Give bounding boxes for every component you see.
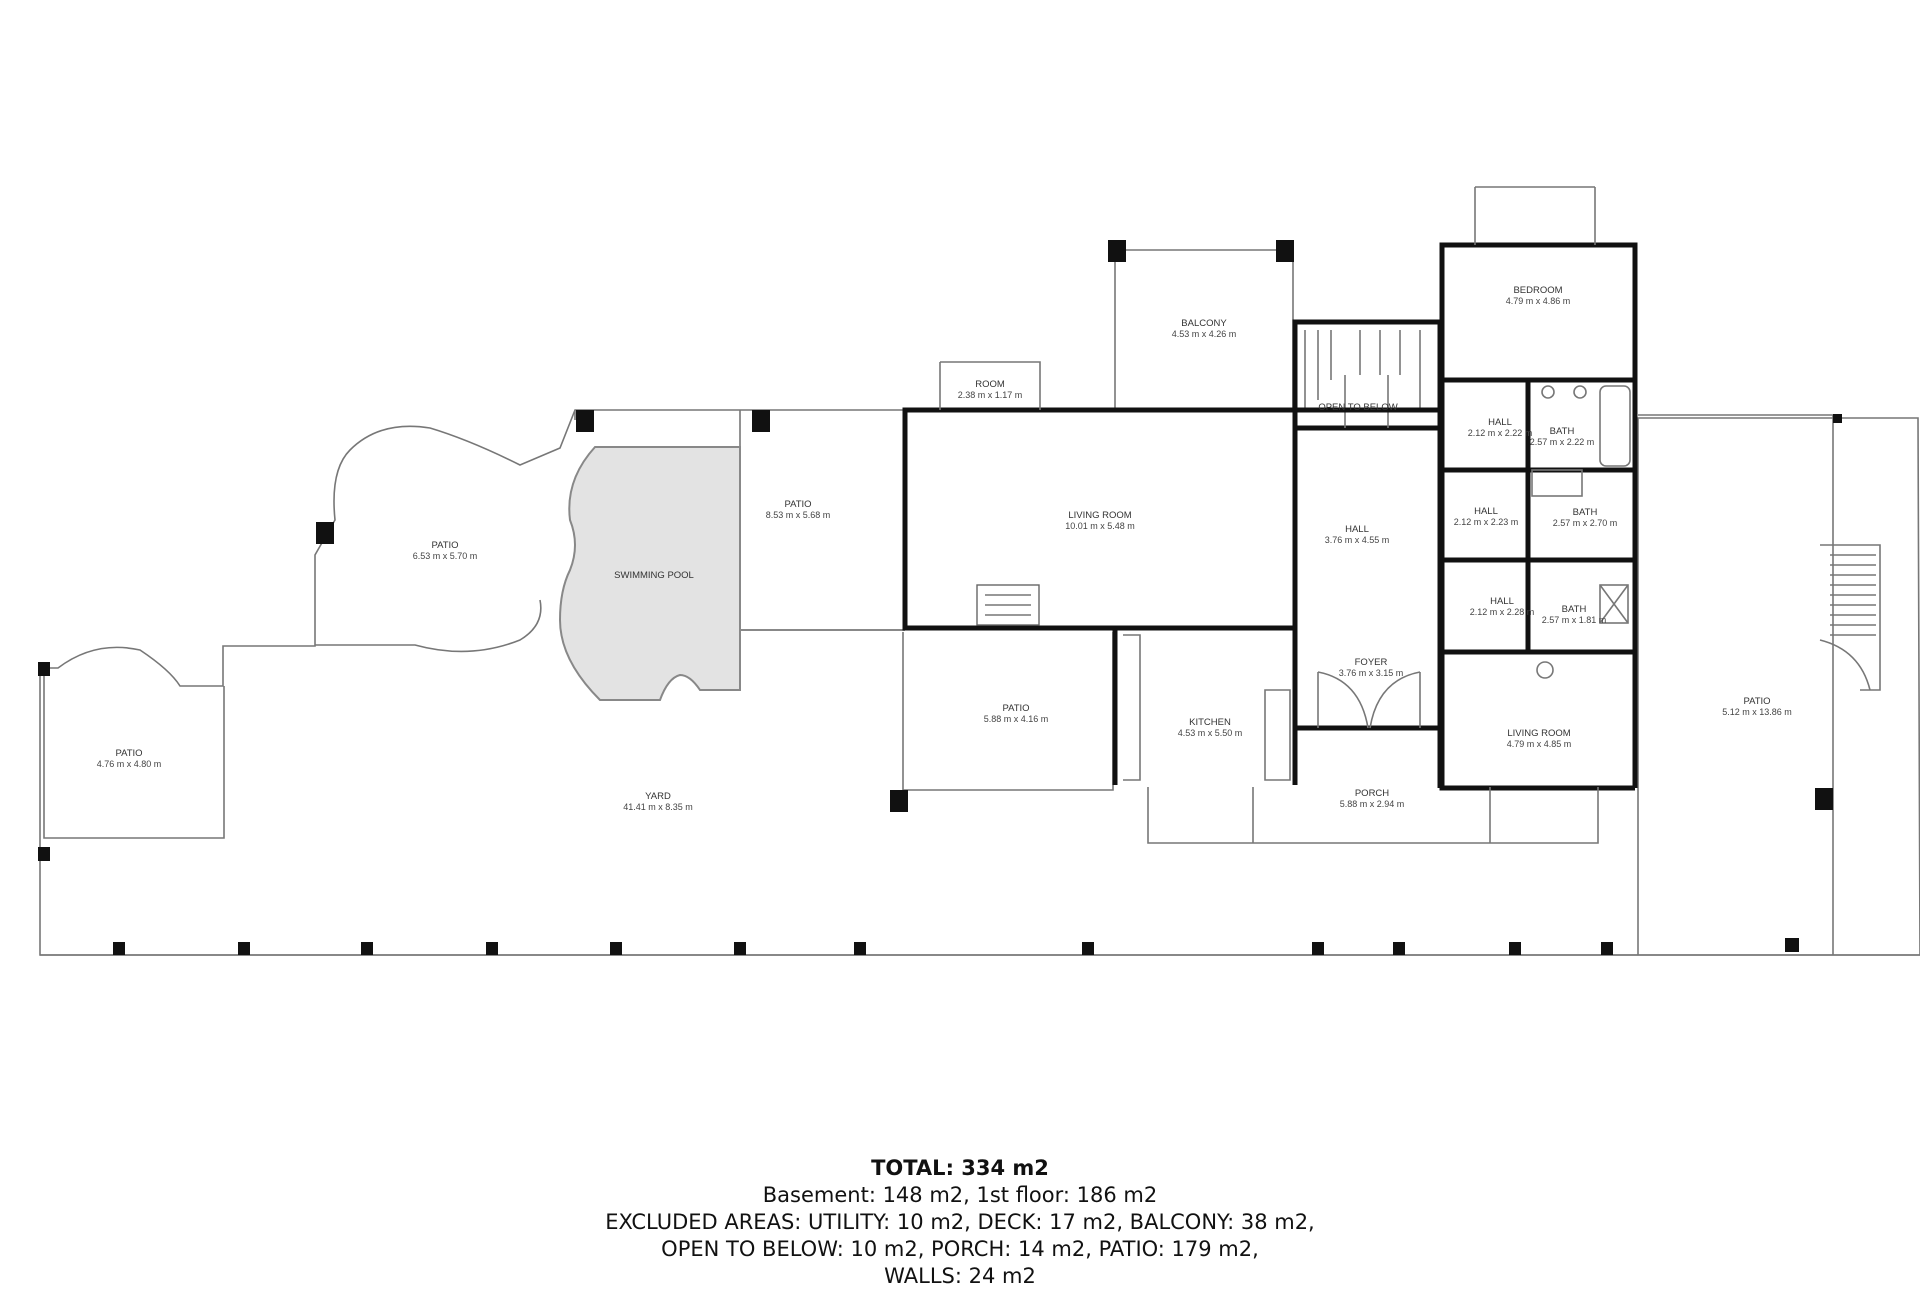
kitchen-dim: 4.53 m x 5.50 m xyxy=(1178,728,1243,738)
patio-d-dim: 5.88 m x 4.16 m xyxy=(984,714,1049,724)
patio-d-name: PATIO xyxy=(1002,703,1029,714)
patio-e-dim: 4.76 m x 4.80 m xyxy=(97,759,162,769)
bath-2-dim: 2.57 m x 2.70 m xyxy=(1553,518,1618,528)
bath-2-name: BATH xyxy=(1573,507,1598,518)
patio-e-outline xyxy=(43,672,225,839)
patio-c-outline xyxy=(1638,414,1834,955)
summary-line-4: WALLS: 24 m2 xyxy=(884,1264,1036,1288)
living-1-dim: 10.01 m x 5.48 m xyxy=(1065,521,1135,531)
fireplace-grate xyxy=(985,594,1031,616)
hall-main-walls xyxy=(1295,407,1443,731)
bedroom-name: BEDROOM xyxy=(1513,285,1562,296)
summary-line-2: EXCLUDED AREAS: UTILITY: 10 m2, DECK: 17… xyxy=(605,1210,1315,1234)
bedroom-dim: 4.79 m x 4.86 m xyxy=(1506,296,1571,306)
patio-e-name: PATIO xyxy=(115,748,142,759)
hall-main-name: HALL xyxy=(1345,524,1369,535)
porch-walls xyxy=(1295,725,1443,788)
hall-1-dim: 2.12 m x 2.22 m xyxy=(1468,428,1533,438)
foyer-name: FOYER xyxy=(1355,657,1388,668)
balcony-name: BALCONY xyxy=(1181,318,1227,329)
bedroom-window xyxy=(1474,186,1596,245)
area-summary: TOTAL: 334 m2 Basement: 148 m2, 1st floo… xyxy=(0,1155,1920,1290)
patio-c-name: PATIO xyxy=(1743,696,1770,707)
balcony-dim: 4.53 m x 4.26 m xyxy=(1172,329,1237,339)
porch-dim: 5.88 m x 2.94 m xyxy=(1340,799,1405,809)
bath-3-name: BATH xyxy=(1562,604,1587,615)
kitchen-name: KITCHEN xyxy=(1189,717,1231,728)
yard-dim: 41.41 m x 8.35 m xyxy=(623,802,693,812)
summary-line-3: OPEN TO BELOW: 10 m2, PORCH: 14 m2, PATI… xyxy=(661,1237,1259,1261)
hall-3-name: HALL xyxy=(1490,596,1514,607)
kitchen-counter xyxy=(1123,634,1291,781)
kitchen-walls xyxy=(1112,625,1298,785)
bath-1-name: BATH xyxy=(1550,426,1575,437)
exterior-stair xyxy=(1819,544,1881,691)
posts xyxy=(38,240,1842,955)
bath-1-dim: 2.57 m x 2.22 m xyxy=(1530,437,1595,447)
hall-2-name: HALL xyxy=(1474,506,1498,517)
pool-name: SWIMMING POOL xyxy=(614,570,694,581)
living-2-dim: 4.79 m x 4.85 m xyxy=(1507,739,1572,749)
summary-line-1: Basement: 148 m2, 1st floor: 186 m2 xyxy=(762,1183,1158,1207)
patio-b-outline xyxy=(315,599,542,653)
yard-name: YARD xyxy=(645,791,671,802)
foyer-dim: 3.76 m x 3.15 m xyxy=(1339,668,1404,678)
patio-c-dim: 5.12 m x 13.86 m xyxy=(1722,707,1792,717)
room-name: ROOM xyxy=(975,379,1005,390)
hall-1-name: HALL xyxy=(1488,417,1512,428)
hall-2-dim: 2.12 m x 2.23 m xyxy=(1454,517,1519,527)
porch-outline xyxy=(1147,787,1599,844)
living-2-name: LIVING ROOM xyxy=(1507,728,1570,739)
open-below-name: OPEN TO BELOW xyxy=(1318,402,1397,413)
living-1-name: LIVING ROOM xyxy=(1068,510,1131,521)
porch-name: PORCH xyxy=(1355,788,1389,799)
stair-treads xyxy=(1304,330,1421,428)
patio-a-dim: 8.53 m x 5.68 m xyxy=(766,510,831,520)
room-upper-outline xyxy=(939,361,1041,410)
total-area: TOTAL: 334 m2 xyxy=(871,1156,1049,1180)
patio-b-name: PATIO xyxy=(431,540,458,551)
patio-b-dim: 6.53 m x 5.70 m xyxy=(413,551,478,561)
swimming-pool xyxy=(558,446,741,701)
hall-main-dim: 3.76 m x 4.55 m xyxy=(1325,535,1390,545)
bath-fixtures xyxy=(1531,385,1631,679)
patio-a-name: PATIO xyxy=(784,499,811,510)
foyer-doors xyxy=(1317,671,1421,729)
yard-outline xyxy=(39,409,1920,956)
bedroom-walls xyxy=(1439,242,1638,383)
hall-3-dim: 2.12 m x 2.28 m xyxy=(1470,607,1535,617)
bath-3-dim: 2.57 m x 1.81 m xyxy=(1542,615,1607,625)
room-dim: 2.38 m x 1.17 m xyxy=(958,390,1023,400)
